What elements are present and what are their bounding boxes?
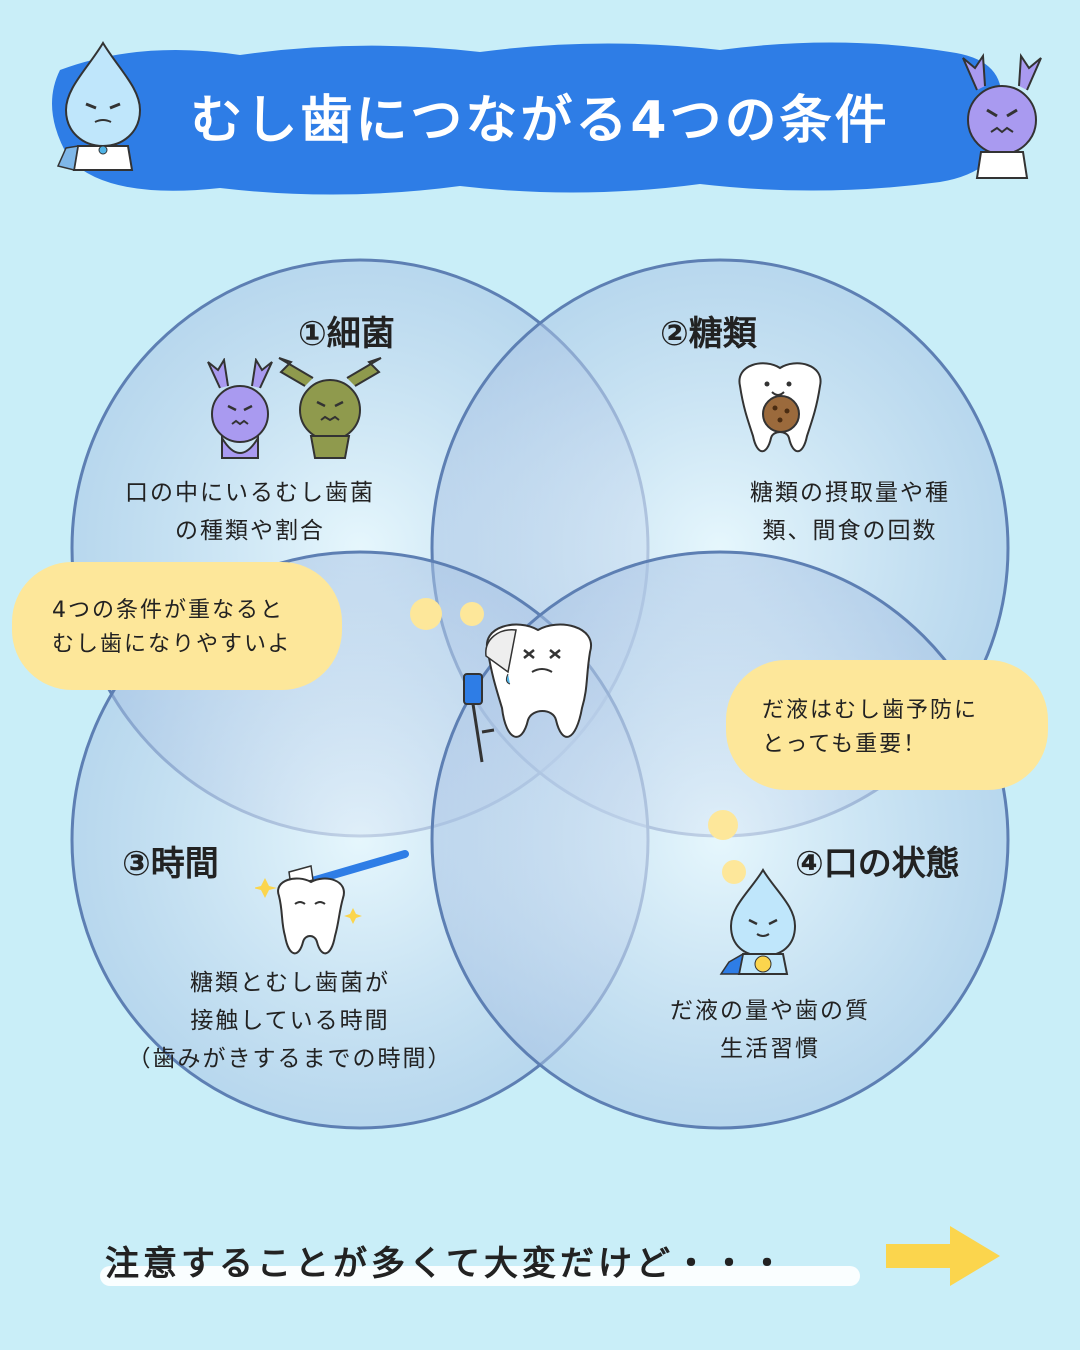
green-germ-icon — [278, 357, 382, 459]
title-banner — [52, 42, 1002, 195]
thought-dot — [722, 860, 746, 884]
footer-underline — [100, 1266, 860, 1286]
section-desc-mouth: だ液の量や歯の質生活習慣 — [670, 998, 870, 1062]
footer-text: 注意することが多くて大変だけど・・・ — [105, 1244, 788, 1284]
section-title-time: ③時間 — [122, 844, 219, 884]
section-title-bacteria: ①細菌 — [298, 314, 395, 354]
water-drop-mascot-icon — [56, 41, 142, 171]
thought-dot — [410, 598, 442, 630]
page-title: むし歯につながる4つの条件 — [190, 91, 890, 151]
purple-germ-icon — [962, 52, 1042, 179]
section-title-mouth: ④口の状態 — [795, 844, 960, 884]
section-desc-sugar: 糖類の摂取量や種類、間食の回数 — [750, 480, 950, 544]
speech-bubble-left: 4つの条件が重なるとむし歯になりやすいよ — [12, 562, 342, 690]
section-desc-time: 糖類とむし歯菌が接触している時間（歯みがきするまでの時間） — [127, 970, 453, 1072]
saliva-hero-icon — [719, 868, 797, 975]
section-desc-bacteria: 口の中にいるむし歯菌の種類や割合 — [125, 480, 375, 544]
injured-tooth-icon — [463, 623, 593, 763]
section-title-sugar: ②糖類 — [660, 314, 757, 354]
next-arrow-icon[interactable] — [880, 1220, 1005, 1292]
brushing-tooth-icon — [255, 850, 409, 955]
tooth-cookie-icon — [738, 362, 822, 453]
thought-dot — [460, 602, 484, 626]
purple-germ-icon — [207, 358, 273, 459]
thought-dot — [708, 810, 738, 840]
speech-bubble-right: だ液はむし歯予防にとっても重要！ — [726, 660, 1048, 790]
